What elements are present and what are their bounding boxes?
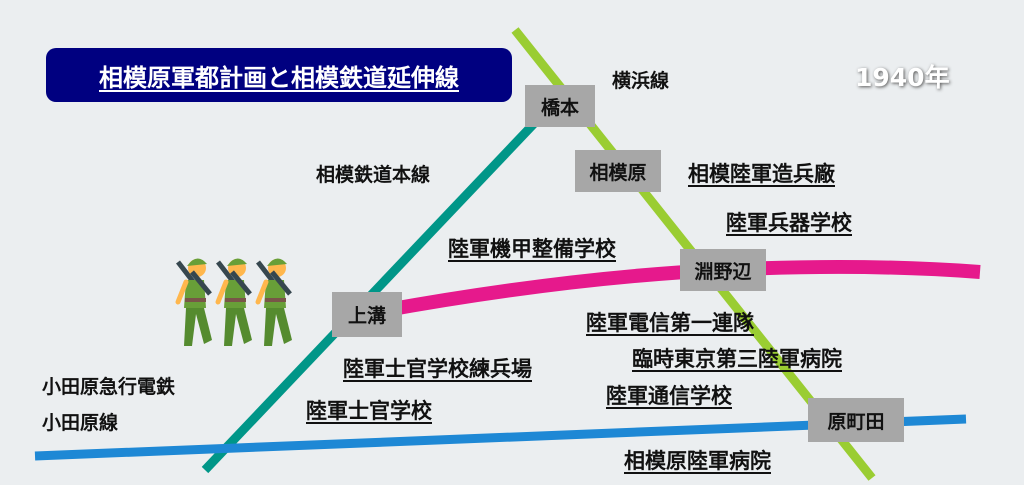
year-label: 1940年 — [855, 63, 950, 92]
odakyu-label-1: 小田原急行電鉄 — [42, 376, 176, 398]
sagami-line-label: 相模鉄道本線 — [316, 164, 431, 186]
page-title: 相模原軍都計画と相模鉄道延伸線 — [46, 48, 512, 102]
facility-label: 陸軍兵器学校 — [726, 211, 852, 235]
facility-label: 陸軍士官学校 — [306, 399, 432, 423]
station-haramachida: 原町田 — [808, 398, 904, 442]
facility-label: 相模陸軍造兵廠 — [688, 162, 835, 186]
yokohama-line-label: 横浜線 — [612, 70, 670, 92]
facility-label: 臨時東京第三陸軍病院 — [632, 347, 842, 371]
facility-label: 陸軍電信第一連隊 — [586, 311, 754, 335]
odakyu-label-2: 小田原線 — [42, 412, 119, 434]
station-hashimoto: 橋本 — [525, 85, 595, 127]
facility-label: 陸軍士官学校練兵場 — [343, 357, 532, 381]
station-fuchinobe: 淵野辺 — [680, 249, 766, 291]
facility-label: 相模原陸軍病院 — [624, 449, 771, 473]
station-kamimizo: 上溝 — [332, 292, 402, 337]
station-sagamihara: 相模原 — [575, 150, 661, 192]
facility-label: 陸軍機甲整備学校 — [448, 237, 616, 261]
marching-soldiers-icon — [175, 250, 310, 350]
facility-label: 陸軍通信学校 — [606, 384, 732, 408]
sagami-railway-line — [201, 108, 549, 474]
